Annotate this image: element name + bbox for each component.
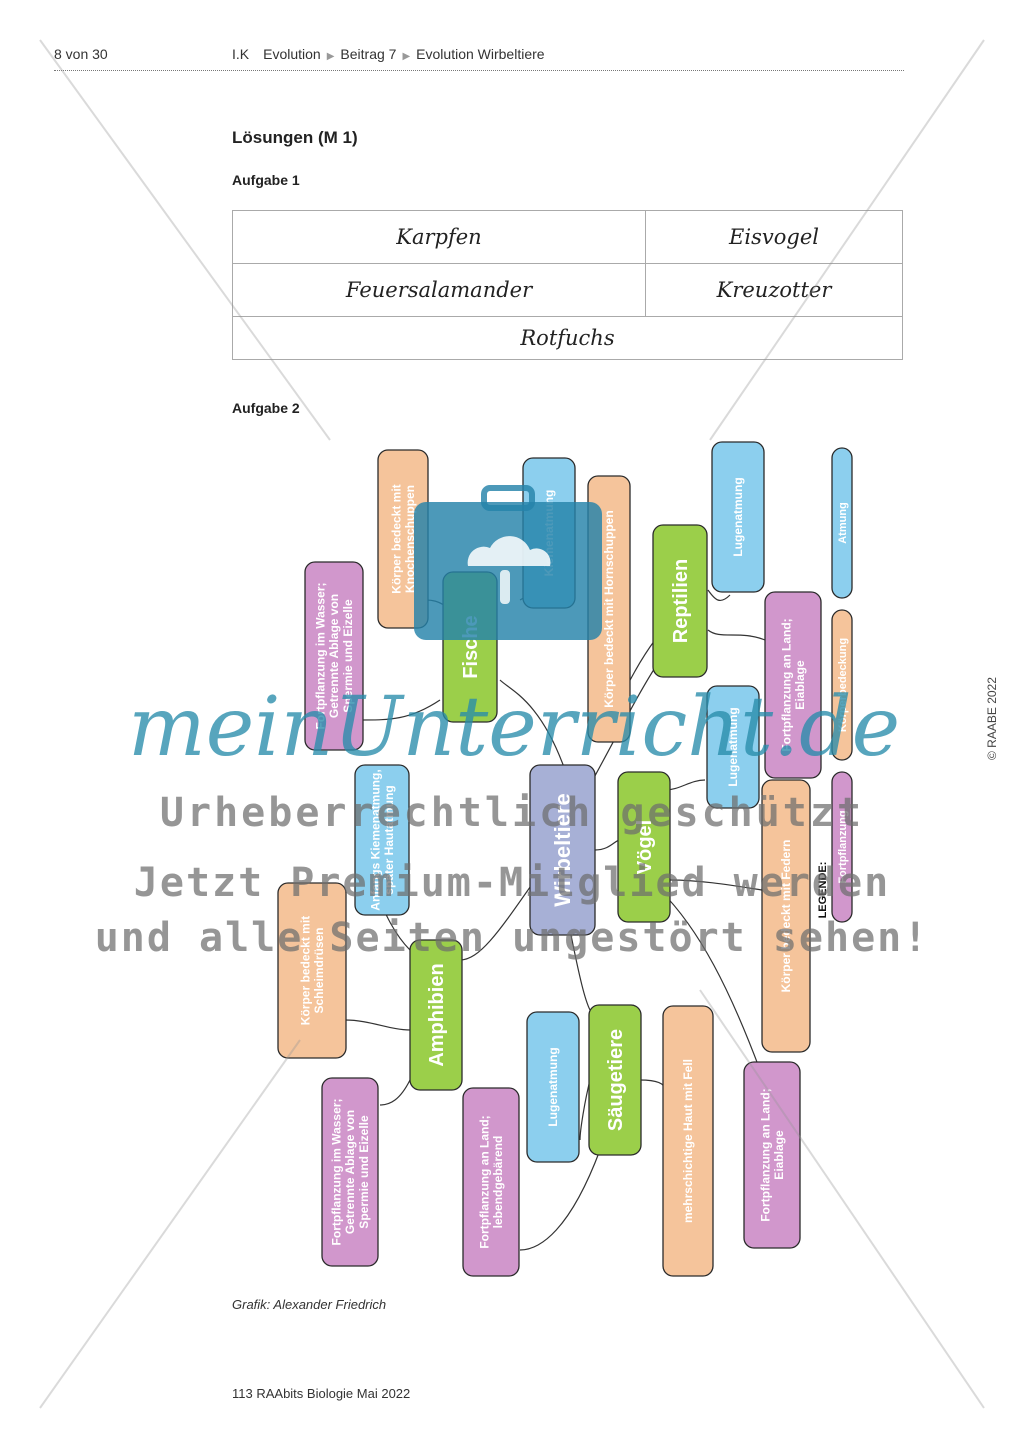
header-divider — [54, 70, 904, 71]
node-f-fort: Fortpflanzung im Wasser;Getrennte Ablage… — [304, 561, 364, 751]
table-cell: Rotfuchs — [232, 316, 903, 360]
node-center: Wirbeltiere — [529, 764, 596, 936]
node-s-atmung: Lugenatmung — [526, 1011, 580, 1163]
svg-text:Körper bedeckt mit Federn: Körper bedeckt mit Federn — [779, 840, 793, 993]
breadcrumb-item: I.K — [232, 46, 250, 62]
diagram-boxes: Körper bedeckt mitKnochenschuppenKiemena… — [277, 441, 853, 1277]
svg-text:Körperbedeckung: Körperbedeckung — [837, 638, 849, 732]
node-amphibien: Amphibien — [409, 939, 463, 1091]
svg-text:Fortpflanzung an Land;Eiablage: Fortpflanzung an Land;Eiablage — [758, 1088, 786, 1221]
svg-text:mehrschichtige Haut mit Fell: mehrschichtige Haut mit Fell — [681, 1059, 695, 1223]
legend-item: Fortpflanzung — [831, 771, 853, 923]
node-s-koerper: mehrschichtige Haut mit Fell — [662, 1005, 714, 1277]
table-cell: Eisvogel — [645, 210, 903, 264]
node-s-fort: Fortpflanzung an Land;lebendgebärend — [462, 1087, 520, 1277]
svg-text:Amphibien: Amphibien — [426, 963, 448, 1066]
page-number: 8 von 30 — [54, 46, 108, 62]
breadcrumb-item: Evolution — [263, 46, 321, 62]
svg-text:Reptilien: Reptilien — [670, 559, 692, 643]
watermark-brand: meinUnterricht.de — [128, 680, 901, 775]
svg-text:Fortpflanzung an Land;Eiablage: Fortpflanzung an Land;Eiablage — [779, 618, 807, 751]
node-reptilien: Reptilien — [652, 524, 708, 678]
watermark-line-3: und alle Seiten ungestört sehen! — [94, 915, 930, 961]
arrow-right-icon: ▶ — [326, 51, 335, 62]
svg-text:Atmung: Atmung — [837, 502, 849, 544]
page-title: Lösungen (M 1) — [232, 128, 358, 147]
breadcrumb-item: Beitrag 7 — [340, 46, 397, 62]
breadcrumb: I.K Evolution ▶ Beitrag 7 ▶ Evolution Wirbelt… — [232, 46, 545, 62]
task-2-label: Aufgabe 2 — [232, 400, 300, 416]
legend-item: Körperbedeckung — [831, 609, 853, 761]
svg-text:Fortpflanzung im Wasser;Getren: Fortpflanzung im Wasser;Getrennte Ablage… — [313, 583, 355, 730]
watermark-line-2: Jetzt Premium-Mitglied werden — [133, 860, 891, 906]
arrow-right-icon: ▶ — [402, 51, 411, 62]
legend-item: Atmung — [831, 447, 853, 599]
footer-text: 113 RAAbits Biologie Mai 2022 — [232, 1386, 411, 1401]
node-r-fort: Fortpflanzung an Land;Eiablage — [764, 591, 822, 779]
mind-map-diagram: Körper bedeckt mitKnochenschuppenKiemena… — [277, 441, 853, 1277]
breadcrumb-item: Evolution Wirbeltiere — [416, 46, 545, 62]
node-r-atmung: Lugenatmung — [711, 441, 765, 593]
node-a-atmung: Anfangs Kiemenatmung,später Hautatmung — [354, 764, 410, 916]
svg-text:Anfangs Kiemenatmung,später Ha: Anfangs Kiemenatmung,später Hautatmung — [368, 769, 396, 910]
table-cell: Feuersalamander — [231, 263, 647, 317]
svg-text:Wirbeltiere: Wirbeltiere — [550, 793, 575, 907]
table-row: Feuersalamander Kreuzotter — [231, 263, 903, 317]
briefcase-cloud-icon — [414, 485, 602, 640]
image-credit: Grafik: Alexander Friedrich — [232, 1297, 387, 1312]
node-v-atmung: Lugenatmung — [706, 685, 760, 809]
svg-text:Körper bedeckt mitSchleimdrüse: Körper bedeckt mitSchleimdrüsen — [298, 916, 326, 1025]
svg-text:Lugenatmung: Lugenatmung — [731, 477, 745, 556]
table-cell: Kreuzotter — [645, 263, 903, 317]
svg-text:Lugenatmung: Lugenatmung — [546, 1047, 560, 1126]
node-v-fort: Fortpflanzung an Land;Eiablage — [743, 1061, 801, 1249]
node-voegel: Vögel — [617, 771, 671, 923]
legend-title: LEGENDE: — [817, 862, 829, 919]
node-v-koerper: Körper bedeckt mit Federn — [761, 779, 811, 1053]
table-row: Rotfuchs — [232, 316, 903, 360]
answer-table: Karpfen Eisvogel Feuersalamander Kreuzot… — [231, 210, 903, 360]
svg-text:Vögel: Vögel — [634, 820, 656, 874]
node-a-fort: Fortpflanzung im Wasser;Getrennte Ablage… — [321, 1077, 379, 1267]
task-1-label: Aufgabe 1 — [232, 172, 300, 188]
node-a-koerper: Körper bedeckt mitSchleimdrüsen — [277, 882, 347, 1059]
watermark-line-1: Urheberrechtlich geschützt — [159, 790, 865, 836]
svg-text:Fortpflanzung an Land;lebendge: Fortpflanzung an Land;lebendgebärend — [477, 1115, 505, 1248]
svg-text:Fortpflanzung: Fortpflanzung — [837, 810, 849, 883]
svg-text:Säugetiere: Säugetiere — [605, 1029, 627, 1131]
svg-text:Körper bedeckt mitKnochenschup: Körper bedeckt mitKnochenschuppen — [389, 484, 417, 593]
svg-text:Körper bedeckt mit Hornschuppe: Körper bedeckt mit Hornschuppen — [602, 510, 616, 707]
svg-text:Lugenatmung: Lugenatmung — [726, 707, 740, 786]
svg-text:Fortpflanzung im Wasser;Getren: Fortpflanzung im Wasser;Getrennte Ablage… — [329, 1099, 371, 1246]
node-saeugetiere: Säugetiere — [588, 1004, 642, 1156]
